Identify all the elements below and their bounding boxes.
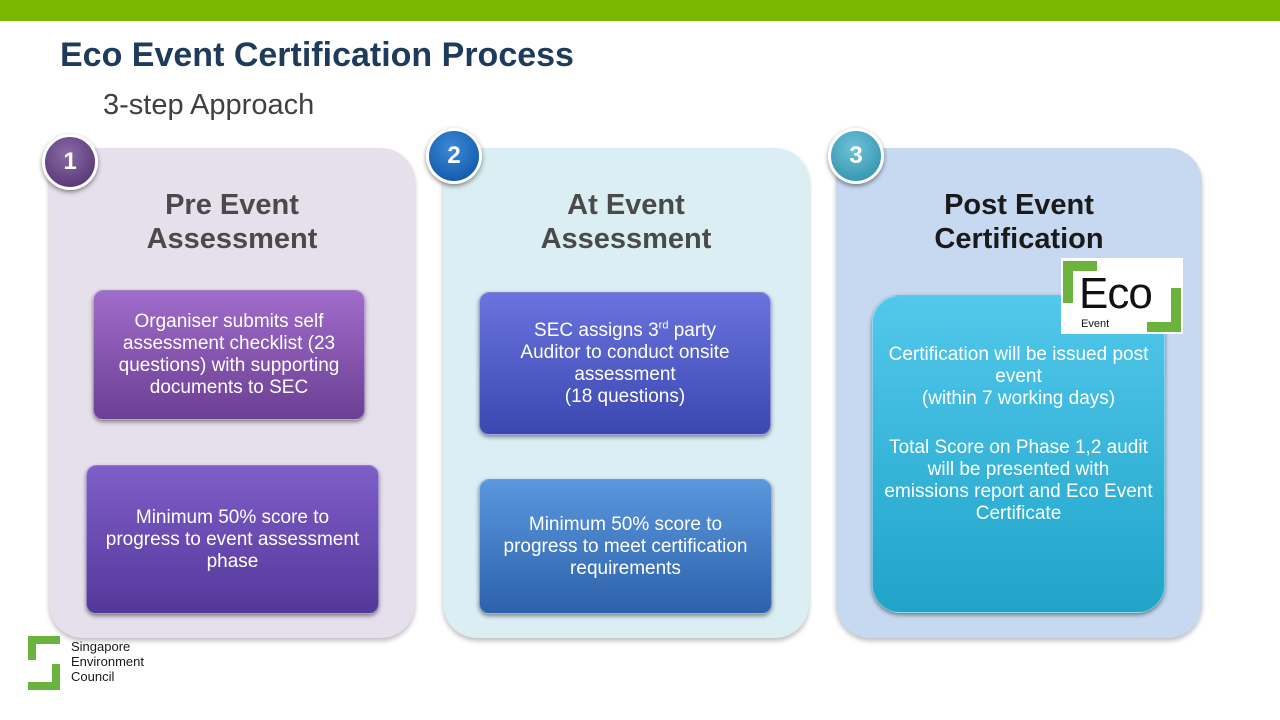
step-number-badge-3: 3 [828,128,884,184]
step-3-description-box: Certification will be issued post event … [872,295,1165,613]
page-title: Eco Event Certification Process [60,36,574,74]
logo-mark-icon [28,636,60,644]
step-1-description-box: Organiser submits self assessment checkl… [93,290,365,420]
step-title: At Event Assessment [540,189,712,255]
step-title: Pre Event Assessment [146,189,318,255]
eco-event-logo: Eco Event [1061,258,1183,334]
step-number-badge-1: 1 [42,134,98,190]
step-2-description-box: SEC assigns 3rd party Auditor to conduct… [479,292,771,435]
step-number-badge-2: 2 [426,128,482,184]
organisation-logo: Singapore Environment Council [28,636,168,692]
step-1-requirement-box: Minimum 50% score to progress to event a… [86,465,379,614]
organisation-name: Singapore Environment Council [71,639,144,684]
page-subtitle: 3-step Approach [103,89,315,121]
step-2-requirement-box: Minimum 50% score to progress to meet ce… [479,479,772,614]
top-accent-bar [0,0,1280,21]
step-title: Post Event Certification [934,189,1104,255]
